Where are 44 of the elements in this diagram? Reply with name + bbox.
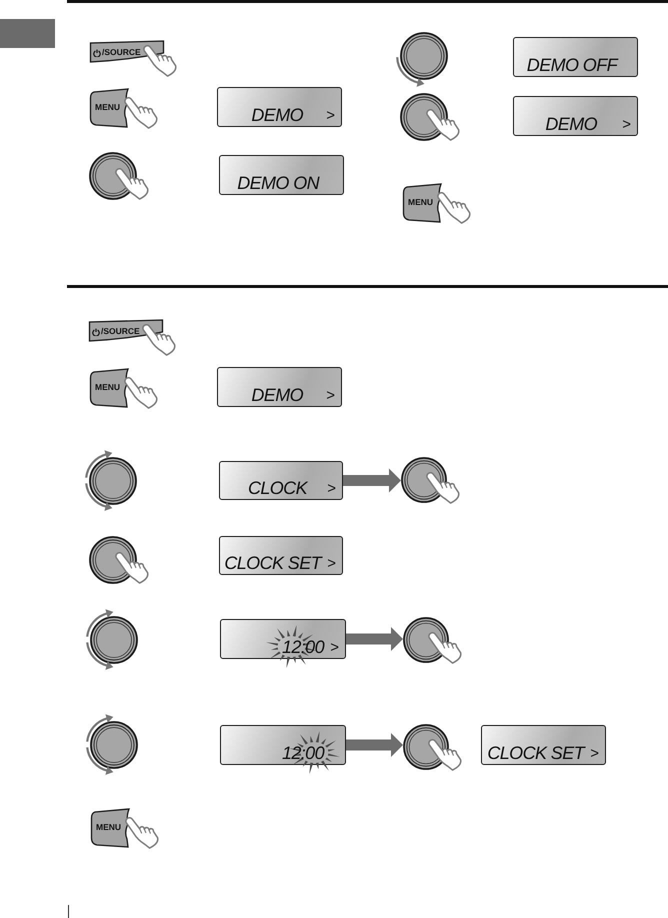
- key-label: /SOURCE: [101, 327, 140, 336]
- menu-indicator: >: [330, 640, 339, 655]
- lcd-display: [219, 155, 344, 195]
- key-label: /SOURCE: [102, 48, 141, 57]
- menu-indicator: >: [622, 117, 631, 132]
- lcd-display: [220, 725, 346, 765]
- lcd-display: [220, 619, 346, 659]
- key-label: MENU: [95, 383, 120, 392]
- display-text: DEMO: [251, 106, 303, 124]
- key-label: MENU: [96, 823, 122, 832]
- display-text: CLOCK: [248, 479, 307, 497]
- lcd-display: [481, 725, 606, 765]
- menu-indicator: >: [327, 481, 336, 496]
- control-knob: [90, 721, 138, 769]
- lcd-display: [513, 37, 638, 77]
- menu-indicator: >: [326, 388, 335, 403]
- menu-key: [89, 368, 129, 408]
- menu-indicator: >: [326, 108, 335, 123]
- menu-indicator: >: [327, 556, 336, 571]
- control-knob: [89, 457, 137, 505]
- display-text: 12:00: [282, 638, 324, 656]
- control-knob: [90, 616, 138, 664]
- menu-key: [402, 183, 442, 223]
- key-label: MENU: [408, 198, 434, 207]
- control-knob: [400, 32, 448, 80]
- menu-key: [90, 808, 130, 848]
- lcd-display: [217, 87, 342, 127]
- display-text: DEMO OFF: [526, 56, 617, 74]
- flow-arrow: [346, 627, 403, 651]
- flow-arrow: [343, 468, 401, 492]
- lcd-display: [219, 536, 343, 575]
- menu-key: [89, 88, 129, 128]
- menu-indicator: >: [590, 746, 599, 761]
- lcd-display: [219, 461, 343, 500]
- display-text: CLOCK SET: [487, 744, 584, 762]
- flow-arrow: [346, 733, 403, 757]
- display-text: DEMO: [251, 386, 303, 404]
- lcd-display: [513, 96, 638, 136]
- display-text: DEMO ON: [237, 174, 319, 192]
- display-text: DEMO: [545, 115, 597, 133]
- display-text: 12:00: [282, 744, 324, 762]
- key-label: MENU: [95, 103, 120, 112]
- display-text: CLOCK SET: [224, 554, 321, 572]
- lcd-display: [217, 367, 342, 407]
